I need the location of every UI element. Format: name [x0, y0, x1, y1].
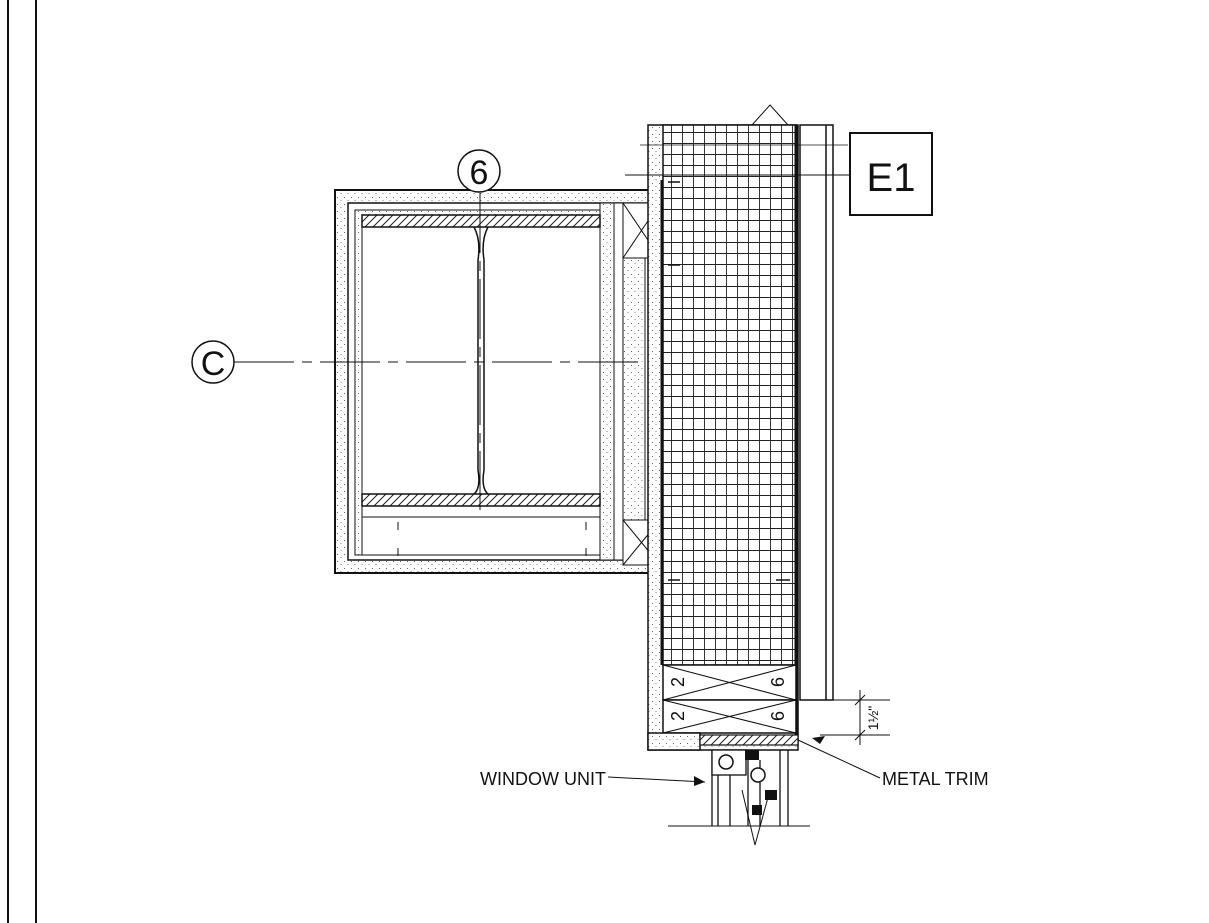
- sheet-border: [7, 0, 37, 923]
- dimension: [812, 690, 890, 745]
- callout-window-unit: WINDOW UNIT: [480, 769, 606, 789]
- stucco-return: [647, 732, 701, 751]
- detail-tag-box: [625, 132, 933, 216]
- blocking-mark-right-1: 6: [768, 677, 788, 687]
- blocking: [662, 664, 797, 734]
- callout-metal-trim: METAL TRIM: [882, 769, 989, 789]
- steel-i-beam: [361, 214, 601, 507]
- grid-bubble-c: C: [201, 345, 226, 383]
- detail-tag: E1: [867, 156, 916, 200]
- rigid-insulation: [660, 104, 801, 735]
- grid-line-6: [457, 149, 501, 510]
- blocking-mark-left-1: 2: [668, 677, 688, 687]
- dimension-text: 1½": [865, 706, 881, 730]
- window-unit: [668, 734, 810, 846]
- grid-bubble-6: 6: [470, 154, 489, 192]
- blocking-mark-right-2: 6: [768, 711, 788, 721]
- blocking-mark-left-2: 2: [668, 711, 688, 721]
- grid-line-c: [191, 340, 645, 384]
- exterior-cladding: [799, 124, 845, 701]
- box-beam: [334, 189, 664, 574]
- callout-leaders: [607, 739, 881, 786]
